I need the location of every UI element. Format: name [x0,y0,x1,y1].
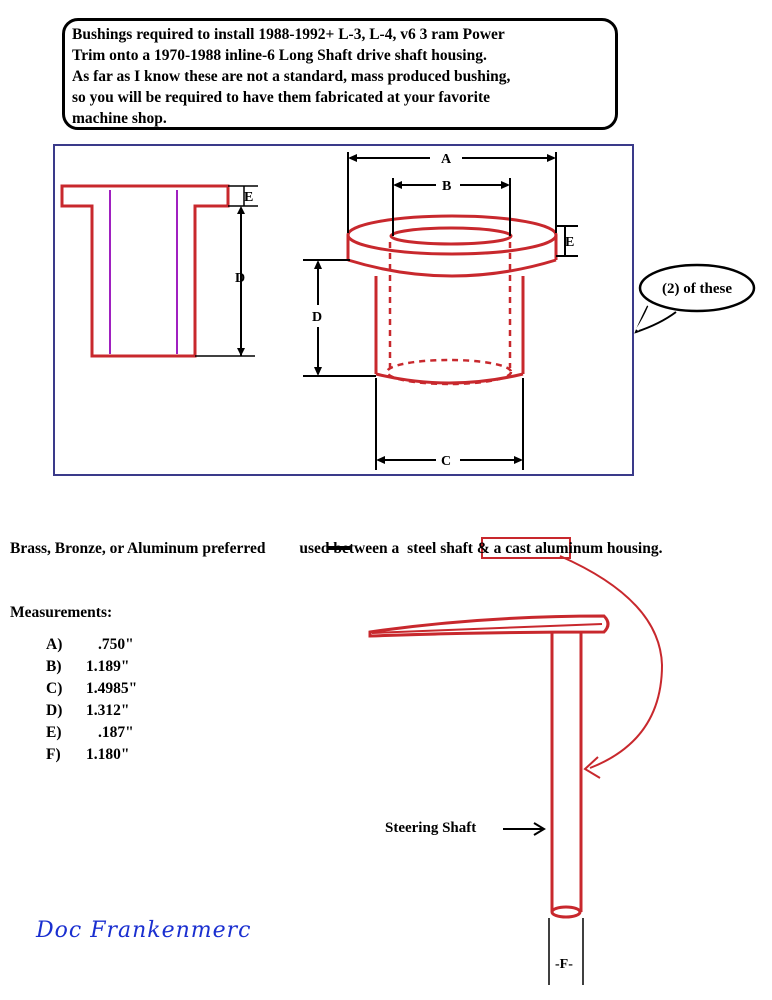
quantity-callout [634,263,756,334]
measurement-key: E) [46,724,62,741]
steering-shaft-drawing [368,614,610,985]
steel-shaft-text: steel shaft [407,540,473,557]
measurement-row-d: D) 1.312" [46,702,129,720]
cross-section-label-d: D [235,271,245,286]
measurement-row-b: B) 1.189" [46,658,129,676]
bushing-cross-section [60,184,258,358]
bushing-diagram-frame [53,144,634,476]
measurement-value: 1.180" [86,746,130,763]
dim-label-a: A [441,152,452,167]
measurements-title: Measurements: [10,604,113,621]
material-note-part-2: used between a [295,540,404,557]
header-line-1: Bushings required to install 1988-1992+ … [72,26,505,43]
measurement-key: F) [46,746,61,763]
header-line-2: Trim onto a 1970-1988 inline-6 Long Shaf… [72,47,487,64]
dim-label-c: C [441,454,451,469]
measurement-key: D) [46,702,63,719]
dim-label-f: -F- [555,957,573,972]
measurement-value: .750" [98,636,134,653]
material-note-part-1: Brass, Bronze, or Aluminum preferred [10,540,266,557]
measurement-value: .187" [98,724,134,741]
measurement-row-a: A) .750" [46,636,134,654]
quantity-callout-text: (2) of these [662,281,732,297]
measurement-row-f: F) 1.180" [46,746,129,764]
measurement-row-e: E) .187" [46,724,134,742]
steel-shaft-pointer [559,555,664,769]
measurement-row-c: C) 1.4985" [46,680,137,698]
dim-label-b: B [442,179,451,194]
steel-shaft-highlight-box [481,537,571,559]
steering-shaft-label: Steering Shaft [385,820,477,836]
material-note: Brass, Bronze, or Aluminum preferred use… [10,538,750,560]
measurement-key: A) [46,636,63,653]
material-note-part-3: & a cast aluminum housing. [472,540,663,557]
header-note-box: Bushings required to install 1988-1992+ … [62,18,618,130]
measurement-key: B) [46,658,62,675]
bushing-3d-view [303,152,578,470]
measurement-value: 1.189" [86,658,130,675]
cross-section-label-e: E [244,190,253,205]
measurement-value: 1.4985" [86,680,138,697]
header-line-5: machine shop. [72,110,167,127]
author-signature: Doc Frankenmerc [36,918,252,943]
dim-label-e: E [565,235,574,250]
header-line-4: so you will be required to have them fab… [72,89,491,106]
dim-label-d: D [312,310,322,325]
measurement-key: C) [46,680,63,697]
header-line-3: As far as I know these are not a standar… [72,68,511,85]
measurement-value: 1.312" [86,702,130,719]
